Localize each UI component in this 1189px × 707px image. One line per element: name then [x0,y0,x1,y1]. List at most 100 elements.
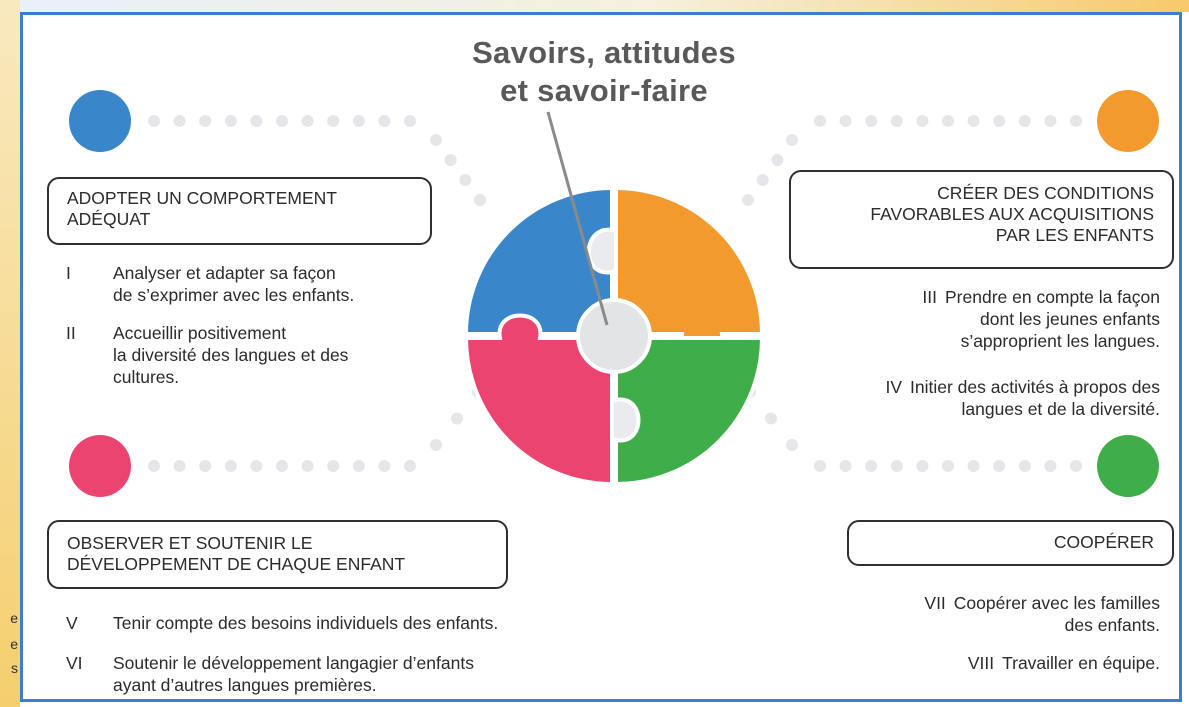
connector-dot [459,174,472,186]
item-text: langues et de la diversité. [961,399,1160,419]
connector-dot [173,460,186,472]
left-edge-letter: e [10,610,18,626]
diagram-title: Savoirs, attitudes et savoir-faire [434,34,774,110]
list-item-VIII: VIII Travailler en équipe. [760,652,1160,674]
connector-dot [352,460,365,472]
heading-line: ADÉQUAT [67,209,151,229]
list-item-III: III Prendre en compte la façon dont les j… [760,286,1160,352]
connector-dot [430,134,442,146]
title-line-2: et savoir-faire [500,73,708,108]
item-number: V [66,613,78,633]
connector-dot [756,174,769,186]
heading-box-adopter: ADOPTER UN COMPORTEMENT ADÉQUAT [47,177,432,245]
connector-dot [942,115,954,127]
left-side-strip [0,0,20,707]
connector-dot [173,115,186,127]
orange-circle-marker [1097,90,1159,152]
item-number: II [66,323,76,343]
item-number: III [922,287,937,307]
connector-dot [916,115,929,127]
connector-dot [451,412,463,425]
dotted-connectors [148,115,1082,472]
connector-dot [352,115,365,127]
connector-dot [865,460,878,472]
connector-dot [250,115,263,127]
item-text: dont les jeunes enfants [980,309,1160,329]
connector-dot [301,115,314,127]
item-number: VII [924,593,946,613]
connector-dot [378,460,391,472]
item-text: Soutenir le développement langagier d’en… [113,653,474,673]
item-text: cultures. [113,367,180,387]
connector-dot [1070,460,1082,472]
connector-dot [327,460,340,472]
left-edge-letter: e [10,636,18,652]
puzzle-wheel [463,185,765,487]
item-text: des enfants. [1064,615,1160,635]
center-hub [576,298,652,374]
item-number: VIII [967,653,995,673]
connector-dot [1044,460,1057,472]
connector-dot [444,154,457,166]
connector-dot [474,194,486,206]
item-text: Prendre en compte la façon [945,287,1160,307]
puzzle-piece-green [614,336,765,487]
connector-dot [404,460,416,472]
connector-dot [993,460,1006,472]
puzzle-piece-pink [463,313,614,487]
connector-dot [1018,115,1031,127]
heading-box-cooperer: COOPÉRER [847,520,1174,566]
item-text: ayant d’autres langues premières. [113,675,377,695]
connector-dot [786,134,798,146]
connector-dot [430,439,442,451]
connector-dot [1044,115,1057,127]
connector-dot [839,460,852,472]
heading-line: COOPÉRER [1053,532,1154,552]
item-text: Coopérer avec les familles [953,593,1160,613]
heading-line: OBSERVER ET SOUTENIR LE [67,533,313,553]
connector-dot [839,115,852,127]
list-item-V: V Tenir compte des besoins individuels d… [66,612,626,634]
heading-line: ADOPTER UN COMPORTEMENT [67,188,337,208]
item-number: VI [66,653,83,673]
item-text: Initier des activités à propos des [910,377,1160,397]
item-text: la diversité des langues et des [113,345,349,365]
connector-dot [967,115,980,127]
blue-circle-marker [69,90,131,152]
connector-dot [786,439,798,451]
connector-dot [765,412,777,425]
connector-dot [250,460,263,472]
heading-box-creer: CRÉER DES CONDITIONS FAVORABLES AUX ACQU… [789,170,1174,269]
list-item-VI: VI Soutenir le développement langagier d… [66,652,626,696]
list-item-I: I Analyser et adapter sa façon de s’expr… [66,262,466,306]
green-circle-marker [1097,435,1159,497]
connector-dot [224,115,237,127]
heading-line: DÉVELOPPEMENT DE CHAQUE ENFANT [67,554,406,574]
item-text: Analyser et adapter sa façon [113,263,336,283]
list-item-II: II Accueillir positivement la diversité … [66,322,466,388]
connector-dot [1018,460,1031,472]
connector-dot [148,460,160,472]
connector-dot [276,115,288,127]
item-text: de s’exprimer avec les enfants. [113,285,355,305]
title-line-1: Savoirs, attitudes [472,35,736,70]
connector-dot [199,460,212,472]
heading-line: PAR LES ENFANTS [995,225,1154,245]
connector-dot [199,115,212,127]
connector-dot [814,460,826,472]
item-number: IV [885,377,902,397]
heading-line: FAVORABLES AUX ACQUISITIONS [870,204,1154,224]
item-text: Accueillir positivement [113,323,287,343]
connector-dot [771,154,784,166]
item-number: I [66,263,71,283]
connector-dot [993,115,1006,127]
connector-dot [301,460,314,472]
list-item-VII: VII Coopérer avec les familles des enfant… [760,592,1160,636]
connector-dot [327,115,340,127]
connector-dot [276,460,288,472]
connector-dot [865,115,878,127]
heading-box-observer: OBSERVER ET SOUTENIR LE DÉVELOPPEMENT DE… [47,520,508,589]
item-text: Travailler en équipe. [1002,653,1160,673]
connector-dot [224,460,237,472]
